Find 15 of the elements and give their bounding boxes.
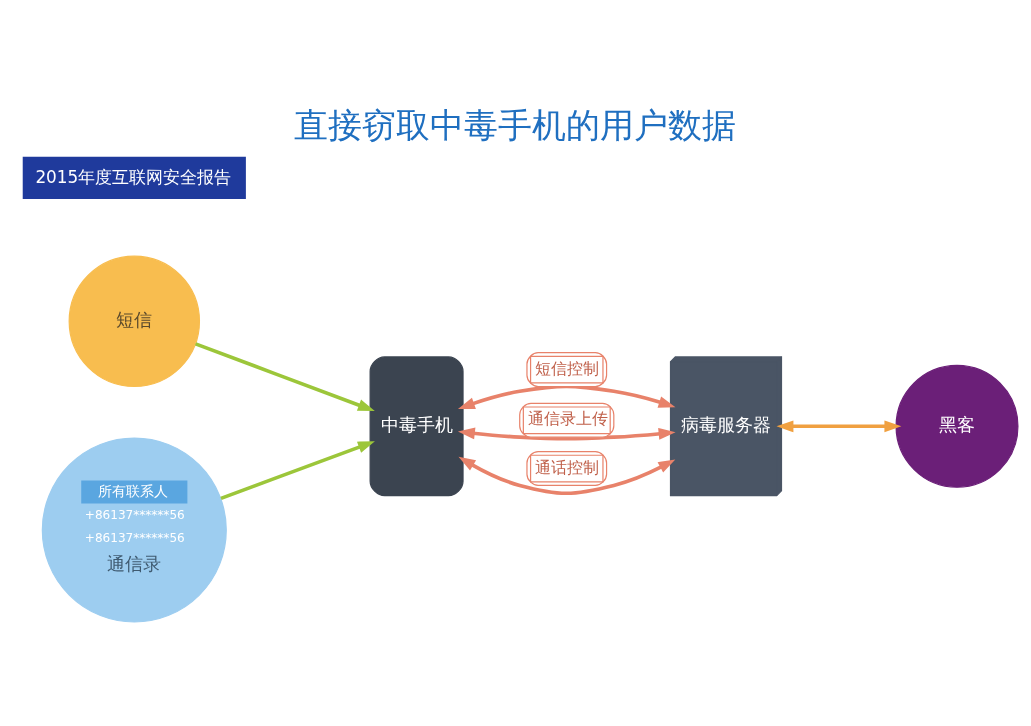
arrow — [194, 341, 375, 411]
edge-label: 通信录上传 — [528, 408, 609, 428]
node-circle: 所有联系人 +86137******56 +86137******56 通信录 — [41, 436, 227, 623]
node-circle: 短信 — [68, 255, 201, 387]
node-circle: 黑客 — [895, 364, 1019, 488]
arrow — [457, 427, 676, 441]
arrow — [776, 419, 902, 432]
arrow — [457, 384, 676, 409]
diagram-title: 直接窃取中毒手机的用户数据 — [294, 105, 737, 145]
label: 2015年度互联网安全报告 — [35, 166, 232, 187]
arrow — [458, 456, 676, 495]
edge-label: 短信控制 — [535, 358, 600, 378]
node-box: 中毒手机 — [369, 355, 464, 496]
edge-label: 通话控制 — [535, 457, 600, 477]
arrow — [220, 440, 375, 500]
